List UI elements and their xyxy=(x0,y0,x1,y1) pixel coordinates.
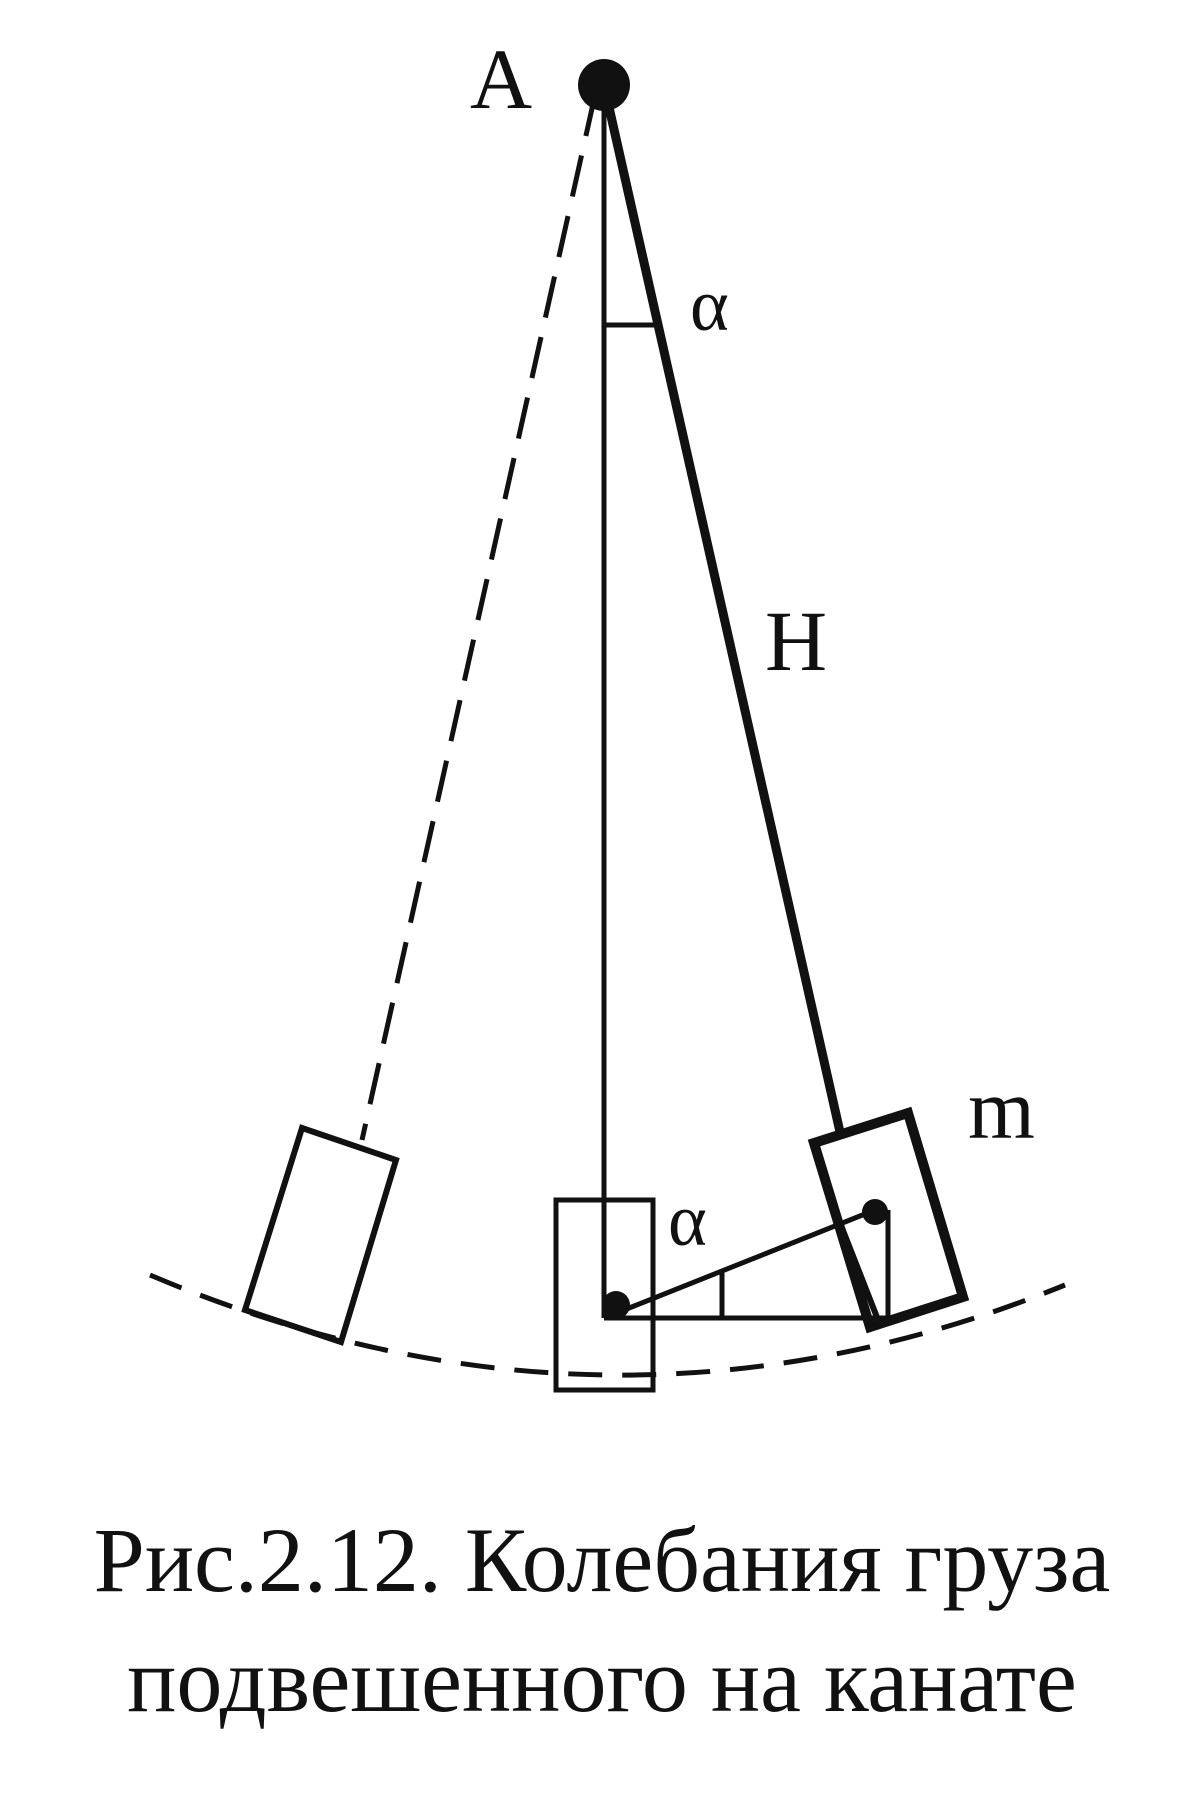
left-load xyxy=(241,1124,400,1346)
left-rope-dashed xyxy=(359,94,598,1141)
right-mass-point xyxy=(862,1199,888,1225)
label-angle-top: α xyxy=(690,265,729,347)
center-load xyxy=(553,1197,656,1393)
pivot-point xyxy=(578,59,630,111)
caption-line-1: Рис.2.12. Колебания груза xyxy=(93,1509,1111,1611)
right-rope xyxy=(599,84,845,1133)
radius-line xyxy=(603,1207,876,1321)
caption-line-2: подвешенного на канате xyxy=(127,1629,1077,1731)
label-pivot-A: A xyxy=(470,31,532,127)
right-load xyxy=(807,1106,970,1334)
label-rope-length-H: H xyxy=(765,593,827,689)
center-mass-point xyxy=(602,1291,630,1319)
label-mass-m: m xyxy=(968,1061,1035,1157)
figure-caption: Рис.2.12. Колебания груза подвешенного н… xyxy=(0,1500,1204,1740)
right-load-inner-line xyxy=(832,1208,883,1327)
label-angle-bottom: α xyxy=(668,1180,707,1262)
